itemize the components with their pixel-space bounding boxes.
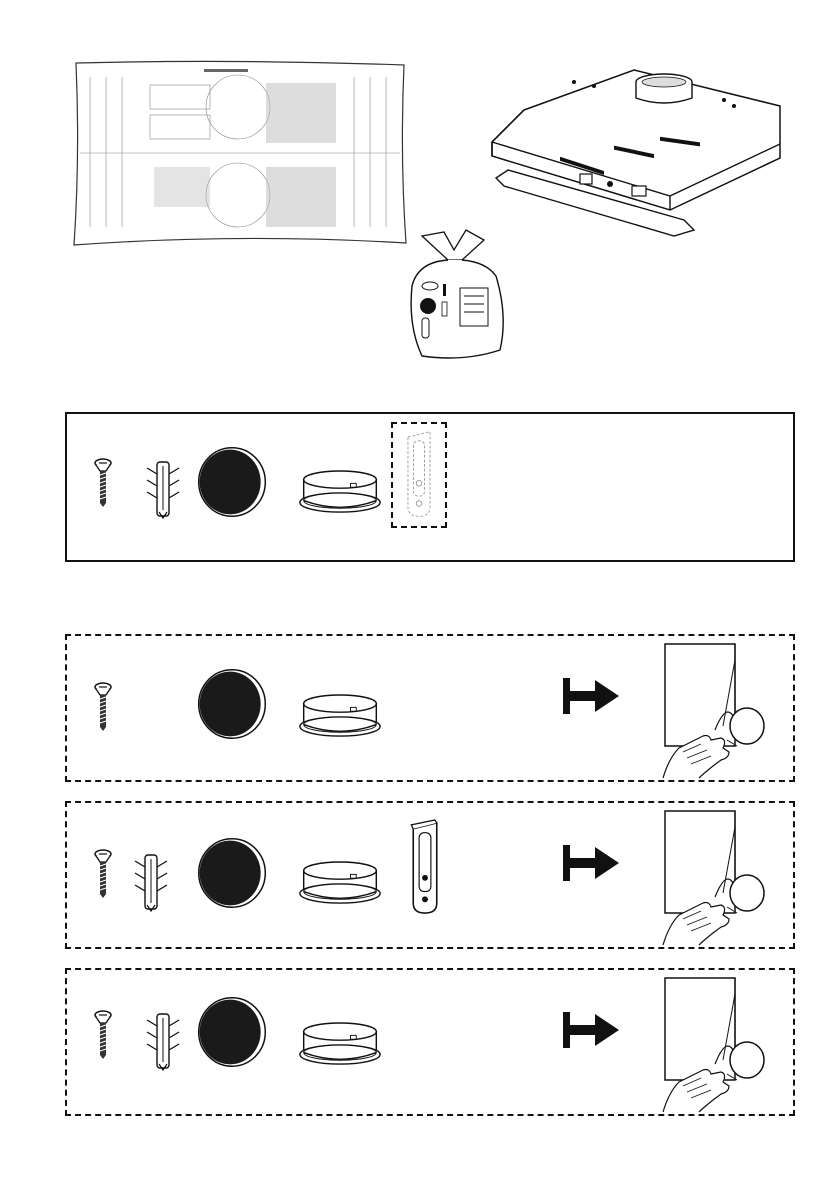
bracket-icon: [407, 819, 443, 917]
kit-contents-panel: [65, 412, 795, 562]
flange-ring-icon: [297, 468, 383, 516]
manual-icon: [657, 807, 767, 947]
range-hood: [484, 60, 784, 240]
range-hood-icon: [484, 60, 784, 240]
variant-panel-2: [65, 801, 795, 949]
instruction-sheet: [70, 57, 408, 249]
variant-panel-3: [65, 968, 795, 1116]
manual-icon: [657, 974, 767, 1114]
screw-icon: [93, 1010, 113, 1060]
grease-filter-icon: [195, 444, 269, 520]
grease-filter-icon: [195, 666, 269, 742]
instruction-sheet-icon: [70, 57, 408, 249]
wall-plug-icon: [143, 460, 183, 520]
flange-ring-icon: [297, 859, 383, 907]
manual-icon: [657, 640, 767, 780]
bracket-icon: [401, 428, 437, 520]
screw-icon: [93, 682, 113, 732]
arrow-icon: [561, 843, 621, 883]
variant-panel-1: [65, 634, 795, 782]
screw-icon: [93, 458, 113, 508]
grease-filter-icon: [195, 994, 269, 1070]
flange-ring-icon: [297, 692, 383, 740]
grease-filter-icon: [195, 835, 269, 911]
accessory-bag: [404, 226, 508, 362]
accessory-bag-icon: [404, 226, 508, 362]
arrow-icon: [561, 676, 621, 716]
arrow-icon: [561, 1010, 621, 1050]
bracket-optional-frame: [391, 422, 447, 528]
screw-icon: [93, 849, 113, 899]
wall-plug-icon: [131, 853, 171, 913]
wall-plug-icon: [143, 1012, 183, 1072]
flange-ring-icon: [297, 1020, 383, 1068]
